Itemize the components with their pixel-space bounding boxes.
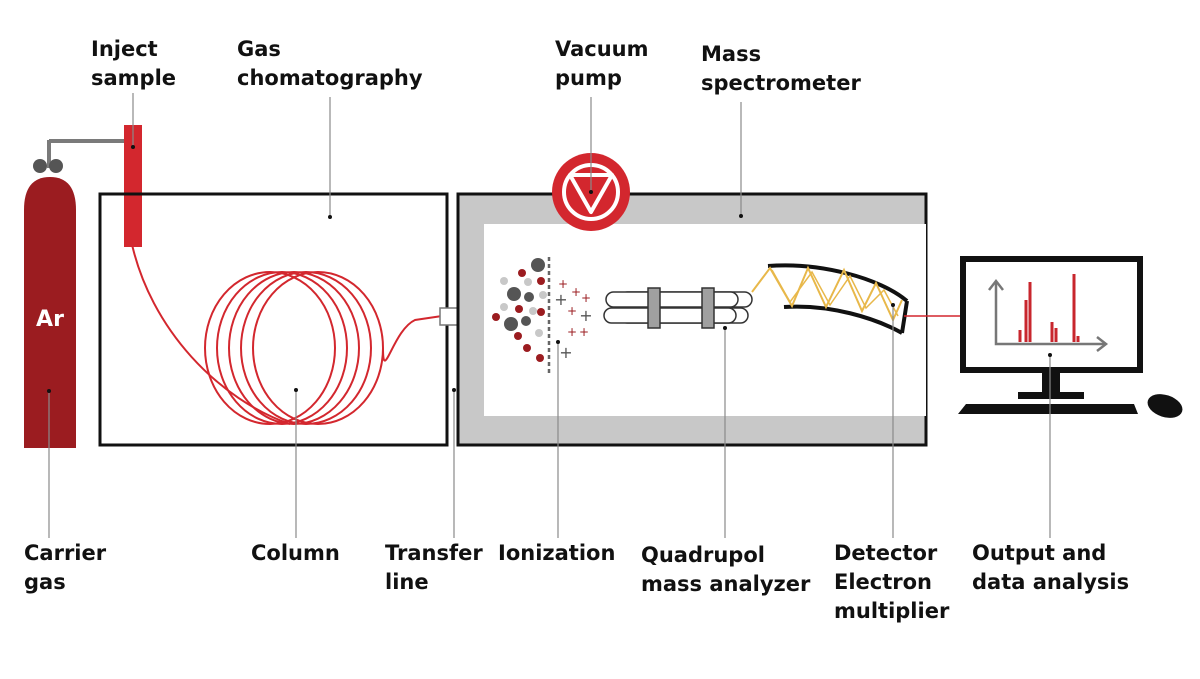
label-carrier-gas: Carrier gas [24,541,113,594]
label-mass-spectrometer: Mass spectrometer [701,42,861,95]
cylinder-gas-label: Ar [36,307,64,332]
label-column: Column [251,541,340,565]
leader-lines [47,93,1052,538]
electron-multiplier [751,263,909,335]
svg-text:+: + [554,290,567,309]
svg-text:+: + [581,291,591,305]
column-tubing-out [382,315,443,362]
mouse-icon [1147,394,1183,418]
ionization-molecules [492,258,547,362]
label-quadrupol-mass-analyzer: Quadrupol mass analyzer [641,543,811,596]
gc-oven-box [98,192,449,447]
svg-text:+: + [567,304,577,318]
label-output-data-analysis: Output and data analysis [972,541,1129,594]
label-transfer-line: Transfer line [385,541,490,594]
ions: + + + + + + + + + [554,277,592,362]
svg-text:+: + [567,325,577,339]
label-inject-sample: Inject sample [91,37,176,90]
svg-text:+: + [559,343,572,362]
quadrupole-rods [603,287,753,329]
column-tubing-in [130,239,291,425]
label-ionization: Ionization [498,541,615,565]
label-vacuum-pump: Vacuum pump [555,37,656,90]
svg-text:+: + [558,277,568,291]
gas-cylinder-icon: Ar [24,133,132,448]
label-detector: Detector Electron multiplier [834,541,950,623]
column-coil [204,271,384,425]
svg-text:+: + [579,306,592,325]
computer-monitor-icon [958,256,1143,414]
injector-port [124,125,142,247]
svg-text:+: + [571,285,581,299]
svg-text:+: + [579,325,589,339]
label-gas-chromatography: Gas chomatography [237,37,423,90]
